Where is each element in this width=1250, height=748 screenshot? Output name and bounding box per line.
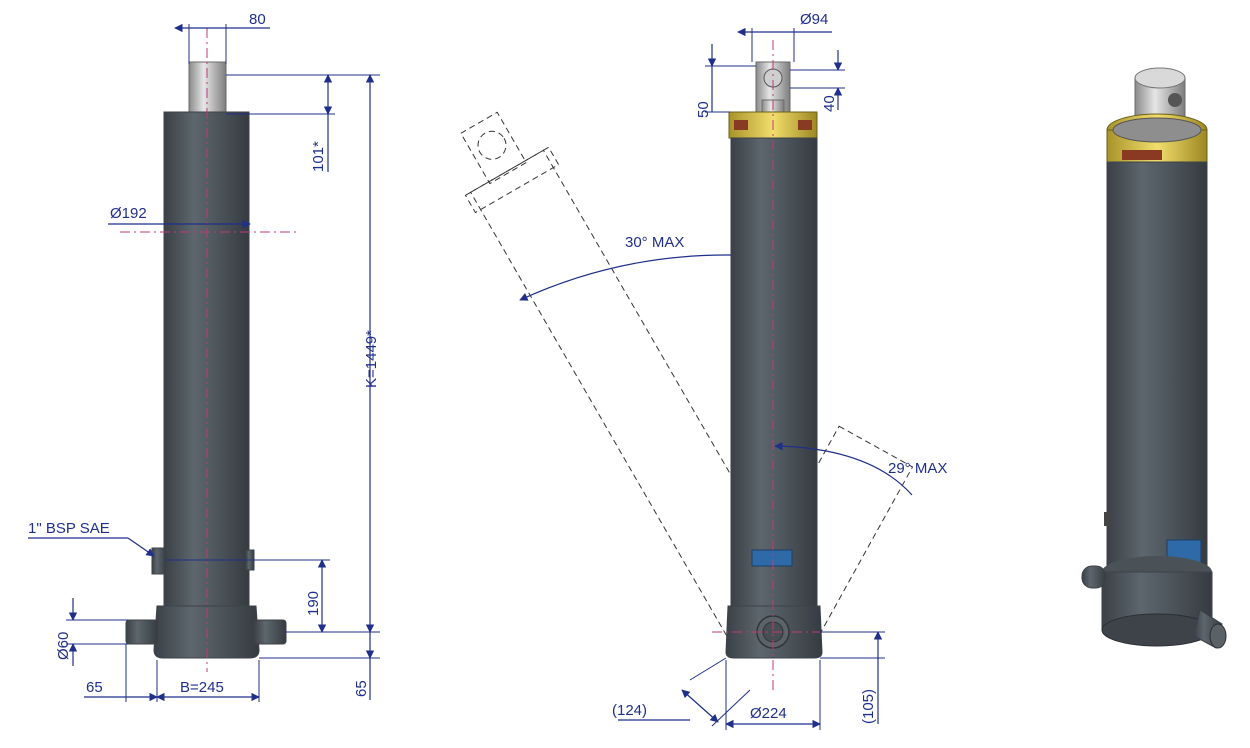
- dim-80-label: 80: [249, 11, 266, 28]
- dim-k-label: K=1449*: [363, 330, 380, 388]
- dim-94-label: Ø94: [800, 11, 828, 28]
- arc-29: [774, 441, 913, 496]
- tilt-29-label: 29° MAX: [888, 460, 947, 477]
- middle-view: Ø94 50 40 30° MAX 29° MAX (124) Ø224: [460, 11, 947, 730]
- right-3d-view: [1081, 67, 1227, 649]
- dim-65-left-label: 65: [86, 679, 103, 696]
- dim-40-label: 40: [821, 95, 838, 112]
- middle-label-plate: [751, 549, 793, 567]
- left-view: 80 Ø192 K=1449* 101* 1" BSP SAE 190 Ø60: [28, 11, 380, 702]
- dim-190-label: 190: [305, 591, 322, 616]
- dim-192-label: Ø192: [110, 205, 147, 222]
- left-trunnion-left: [125, 619, 159, 645]
- dim-50-label: 50: [695, 101, 712, 118]
- left-port-fitting: [151, 547, 167, 575]
- 3d-body: [1106, 161, 1208, 573]
- dim-b-label: B=245: [180, 679, 224, 696]
- 3d-trunnion-left: [1081, 565, 1107, 589]
- dim-65-bottom-label: 65: [353, 680, 370, 697]
- arc-30: [519, 254, 732, 301]
- middle-body-tube: [730, 137, 818, 609]
- dim-60-label: Ø60: [55, 632, 72, 660]
- dim-101-label: 101*: [310, 141, 327, 172]
- phantom-cylinder-30: [469, 149, 811, 654]
- left-trunnion-right: [253, 619, 287, 645]
- dim-105-label: (105): [860, 689, 877, 724]
- tilt-30-label: 30° MAX: [625, 234, 684, 251]
- port-label: 1" BSP SAE: [28, 520, 110, 537]
- dim-224-label: Ø224: [750, 705, 787, 722]
- dim-124-label: (124): [612, 702, 647, 719]
